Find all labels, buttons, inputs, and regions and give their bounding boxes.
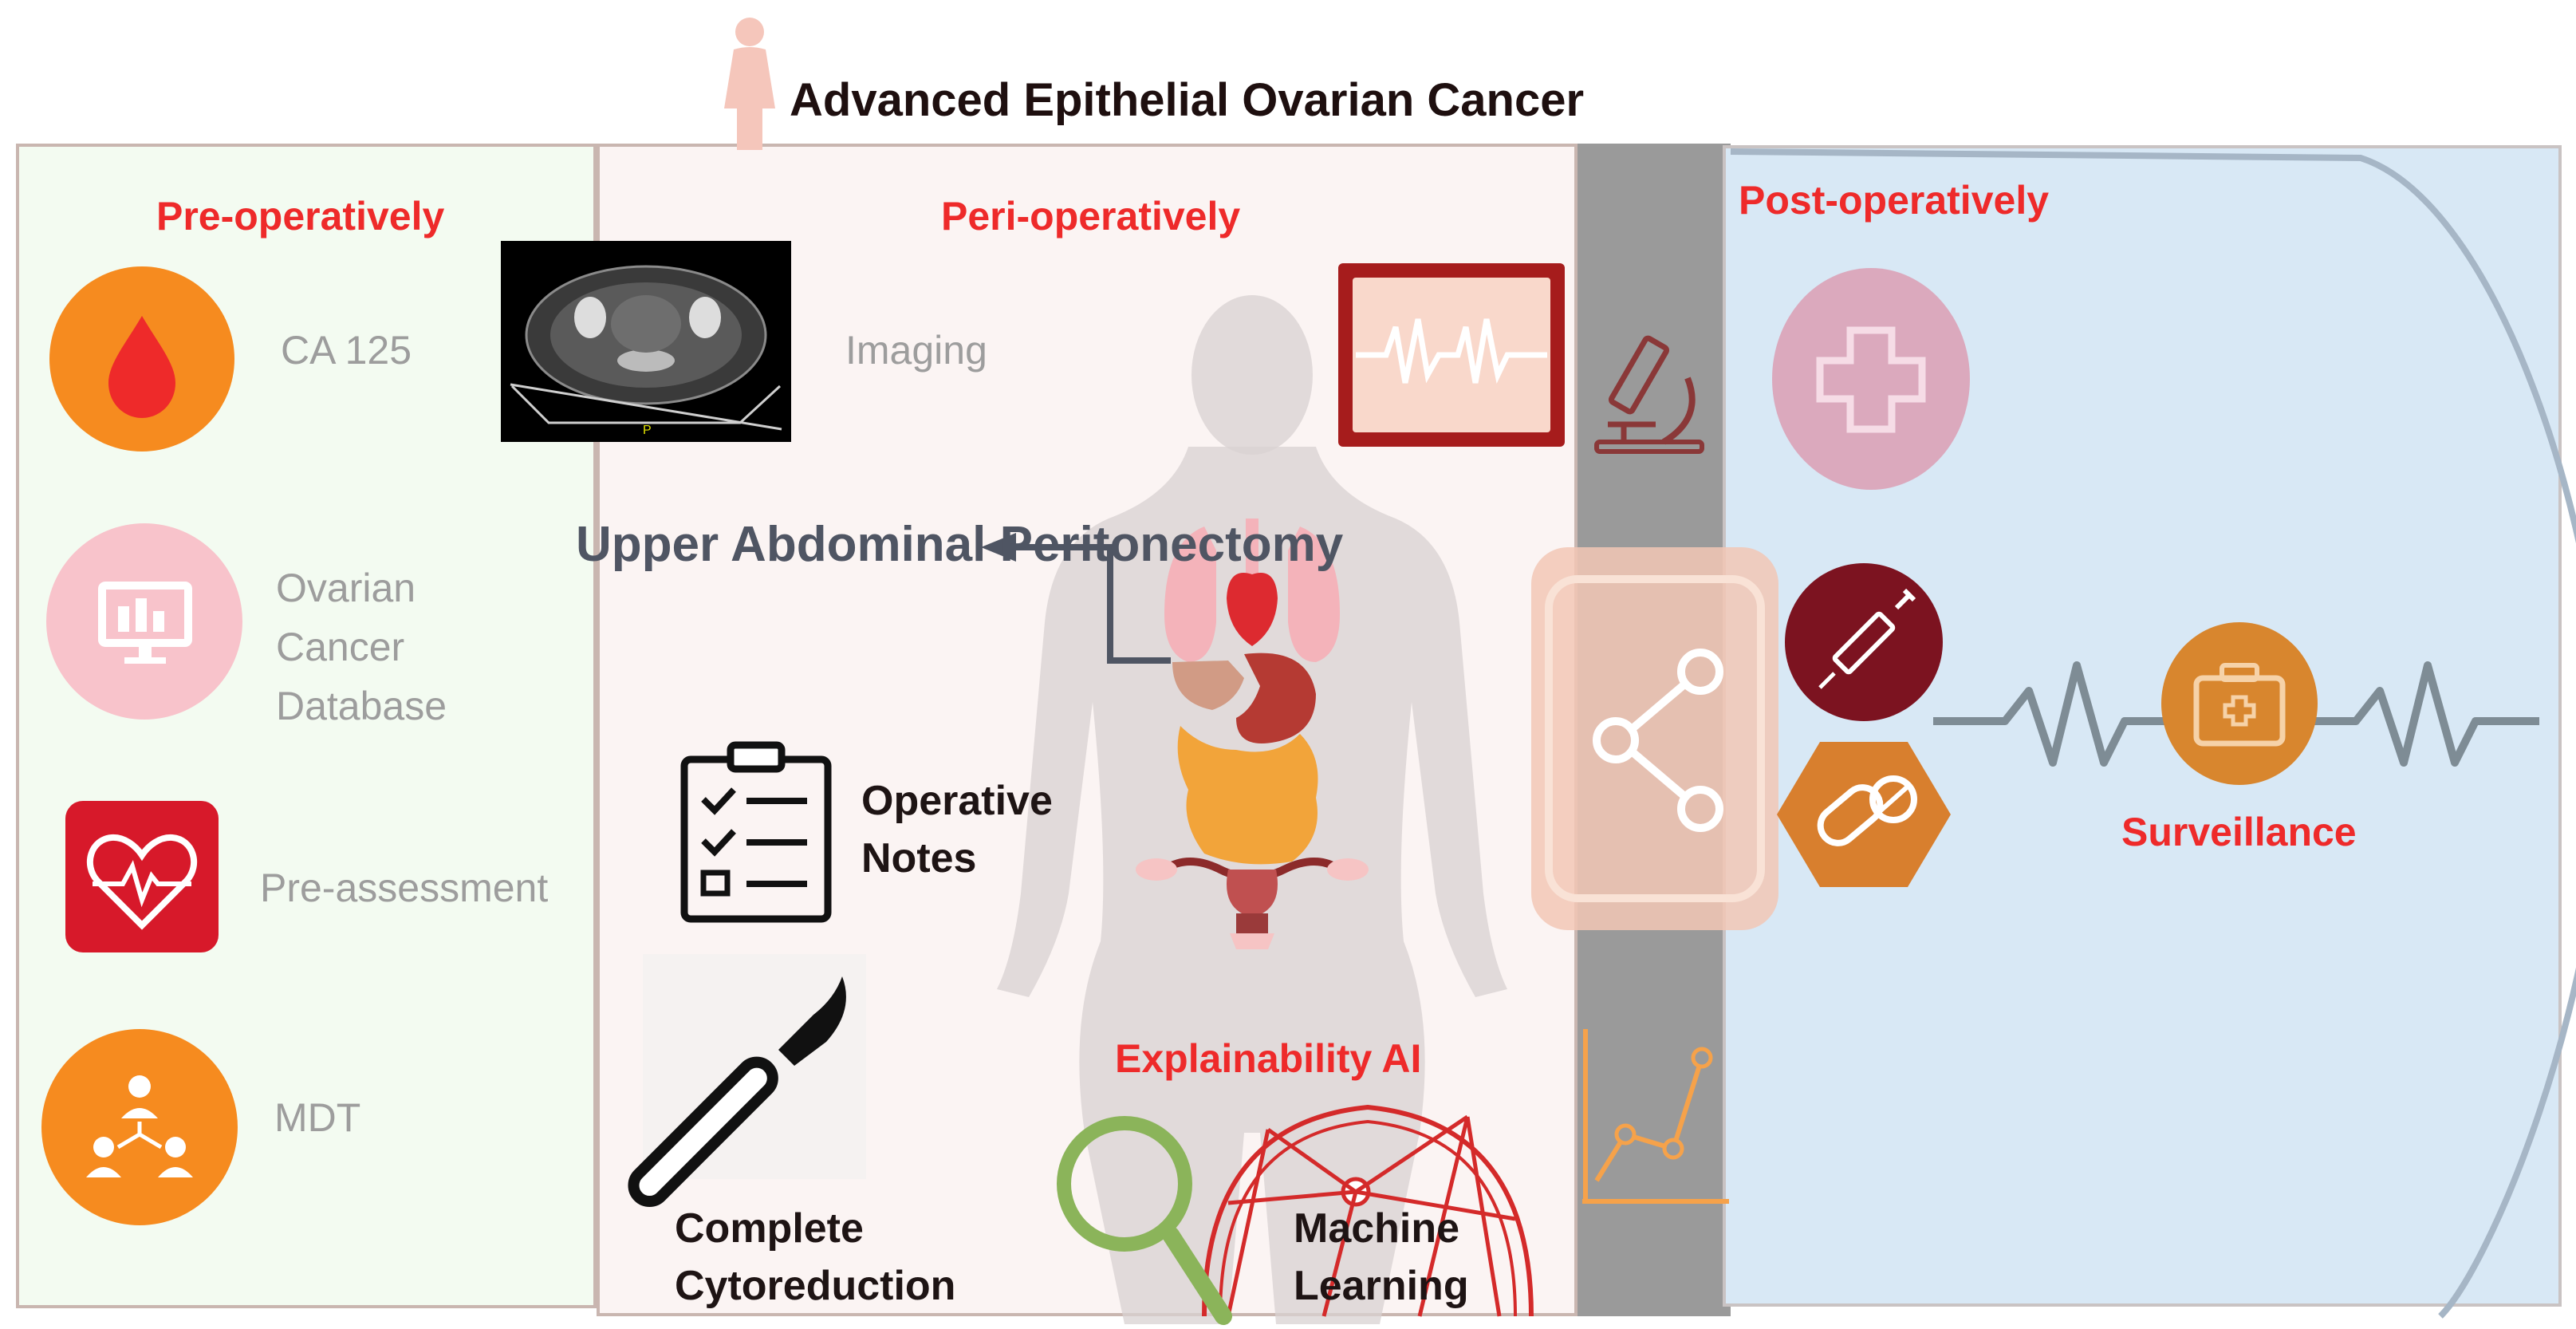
microscope-icon — [1594, 335, 1704, 454]
pre-assessment-label: Pre-assessment — [260, 866, 549, 910]
monitor-chart-icon — [46, 523, 242, 720]
surveillance-label: Surveillance — [2121, 810, 2357, 854]
ct-marker-text: P — [643, 424, 652, 437]
clipboard-checklist-icon — [680, 741, 832, 923]
magnifying-glass-icon — [1057, 1116, 1232, 1325]
trend-chart-icon — [1582, 1029, 1729, 1204]
share-network-icon — [1531, 547, 1778, 930]
internal-organs-icon — [1136, 519, 1369, 949]
pills-icon — [1777, 742, 1951, 887]
scalpel-icon — [628, 954, 866, 1208]
heart-pulse-icon — [65, 801, 219, 952]
team-hierarchy-icon — [41, 1029, 238, 1225]
pre-operatively-heading: Pre-operatively — [156, 194, 445, 239]
diagram-title: Advanced Epithelial Ovarian Cancer — [790, 74, 1585, 126]
woman-figure-icon — [724, 18, 775, 150]
imaging-label: Imaging — [845, 328, 987, 373]
machine-learning-label: Machine Learning — [1294, 1205, 1469, 1309]
mdt-label: MDT — [274, 1095, 361, 1140]
post-operatively-heading: Post-operatively — [1739, 178, 2050, 223]
operative-notes-label: Operative Notes — [861, 778, 1053, 881]
surveillance-pulse-line — [1933, 661, 2539, 767]
neural-network-globe-icon — [1202, 1104, 1534, 1317]
syringe-icon — [1785, 563, 1943, 721]
explainability-ai-heading: Explainability AI — [1115, 1036, 1422, 1081]
ct-scan-image: P — [501, 241, 791, 442]
medical-cross-icon — [1772, 268, 1970, 490]
ca125-label: CA 125 — [281, 328, 412, 373]
upper-abdominal-arrow — [981, 533, 1171, 664]
medical-kit-icon — [2161, 622, 2318, 785]
vital-monitor-icon — [1338, 263, 1565, 447]
ovarian-cancer-database-label: Ovarian Cancer Database — [276, 566, 447, 728]
upper-abdominal-peritonectomy-label: Upper Abdominal Peritonectomy — [576, 517, 1344, 572]
complete-cytoreduction-label: Complete Cytoreduction — [675, 1205, 956, 1309]
surveillance-arc — [1730, 148, 2576, 1319]
blood-drop-icon — [49, 266, 234, 452]
peri-operatively-heading: Peri-operatively — [941, 194, 1241, 239]
